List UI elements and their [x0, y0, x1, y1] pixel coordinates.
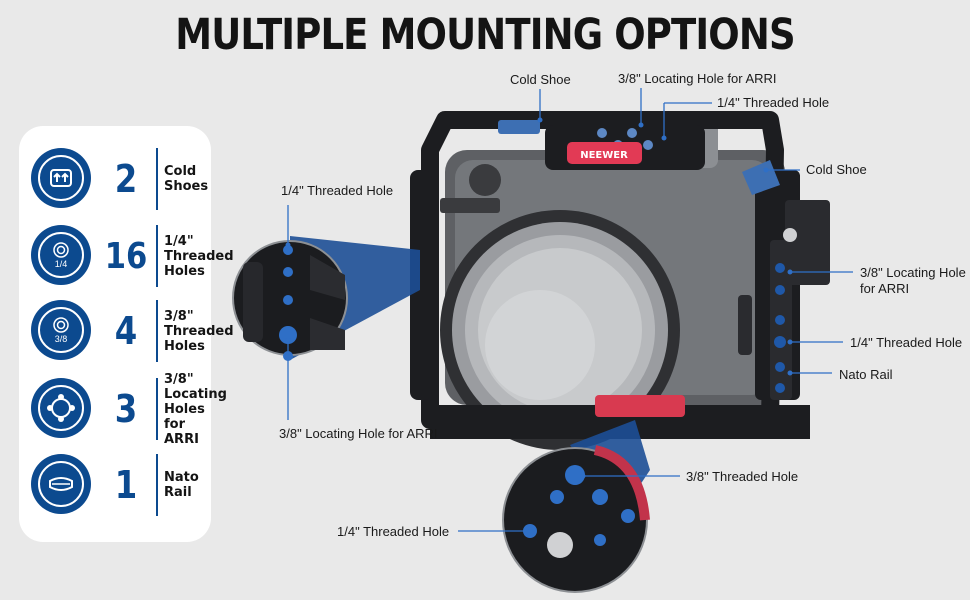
icon-text: 1/4: [54, 259, 68, 269]
quarter-inch-thread-icon: 1/4: [31, 225, 91, 285]
callout-cold-shoe-top: Cold Shoe: [510, 72, 571, 87]
feature-divider: [156, 148, 158, 210]
feature-panel: 2 Cold Shoes 1/4 16 1/4" Threaded Holes …: [19, 126, 234, 542]
brand-logo-text: NEEWER: [580, 150, 628, 161]
page-title: MULTIPLE MOUNTING OPTIONS: [175, 10, 795, 60]
feature-divider: [156, 454, 158, 516]
callout-right-locating-hole: 3/8" Locating Hole for ARRI: [860, 265, 966, 296]
callout-right-threaded-hole: 1/4" Threaded Hole: [850, 335, 963, 350]
callout-bottom-threaded-hole-14: 1/4" Threaded Hole: [337, 524, 450, 539]
feature-row-three-eighths-holes: 3/8 4 3/8" Threaded Holes: [31, 294, 234, 368]
callout-locating-hole-top: 3/8" Locating Hole for ARRI: [618, 71, 777, 86]
icon-text: 3/8: [54, 334, 68, 344]
callout-cold-shoe-right: Cold Shoe: [806, 162, 867, 177]
feature-count: 4: [114, 309, 138, 353]
feature-row-locating-holes: 3 3/8" Locating Holes for ARRI: [31, 372, 227, 447]
feature-label: 3/8" Locating Holes for ARRI: [164, 371, 227, 447]
feature-label: 1/4" Threaded Holes: [164, 233, 234, 279]
feature-row-nato-rail: 1 Nato Rail: [31, 448, 209, 522]
feature-count: 16: [104, 235, 148, 277]
feature-divider: [156, 225, 158, 287]
feature-row-quarter-inch-holes: 1/4 16 1/4" Threaded Holes: [31, 219, 234, 293]
callout-side-locating-hole: 3/8" Locating Hole for ARRI: [279, 426, 438, 441]
cold-shoe-top: [498, 120, 540, 134]
callout-bottom-threaded-hole-38: 3/8" Threaded Hole: [686, 469, 799, 484]
cold-shoe-right: [742, 160, 780, 195]
feature-divider: [156, 378, 158, 440]
brand-badge: [567, 142, 642, 164]
cage-frame: [410, 111, 830, 439]
feature-label: 3/8" Threaded Holes: [164, 308, 234, 354]
locating-holes-icon: [31, 378, 91, 438]
nato-rail-icon: [31, 454, 91, 514]
three-eighths-thread-icon: 3/8: [31, 300, 91, 360]
callout-nato-rail: Nato Rail: [839, 367, 893, 382]
feature-label: Cold Shoes: [164, 164, 209, 194]
top-handle-plate: NEEWER: [545, 125, 705, 170]
bottom-zoom-detail: [502, 445, 650, 593]
feature-count: 3: [114, 387, 138, 431]
feature-divider: [156, 300, 158, 362]
feature-count: 2: [114, 157, 138, 201]
nato-rail: [595, 395, 685, 417]
camera-lens: [440, 210, 680, 450]
callout-threaded-hole-top: 1/4" Threaded Hole: [717, 95, 830, 110]
side-zoom-detail: [232, 240, 348, 361]
cold-shoe-icon: [31, 148, 91, 208]
feature-count: 1: [114, 463, 138, 507]
feature-label: Nato Rail: [164, 470, 199, 500]
feature-row-cold-shoes: 2 Cold Shoes: [31, 142, 209, 216]
side-holes-right: [774, 263, 786, 393]
callout-side-threaded-hole: 1/4" Threaded Hole: [281, 183, 394, 198]
